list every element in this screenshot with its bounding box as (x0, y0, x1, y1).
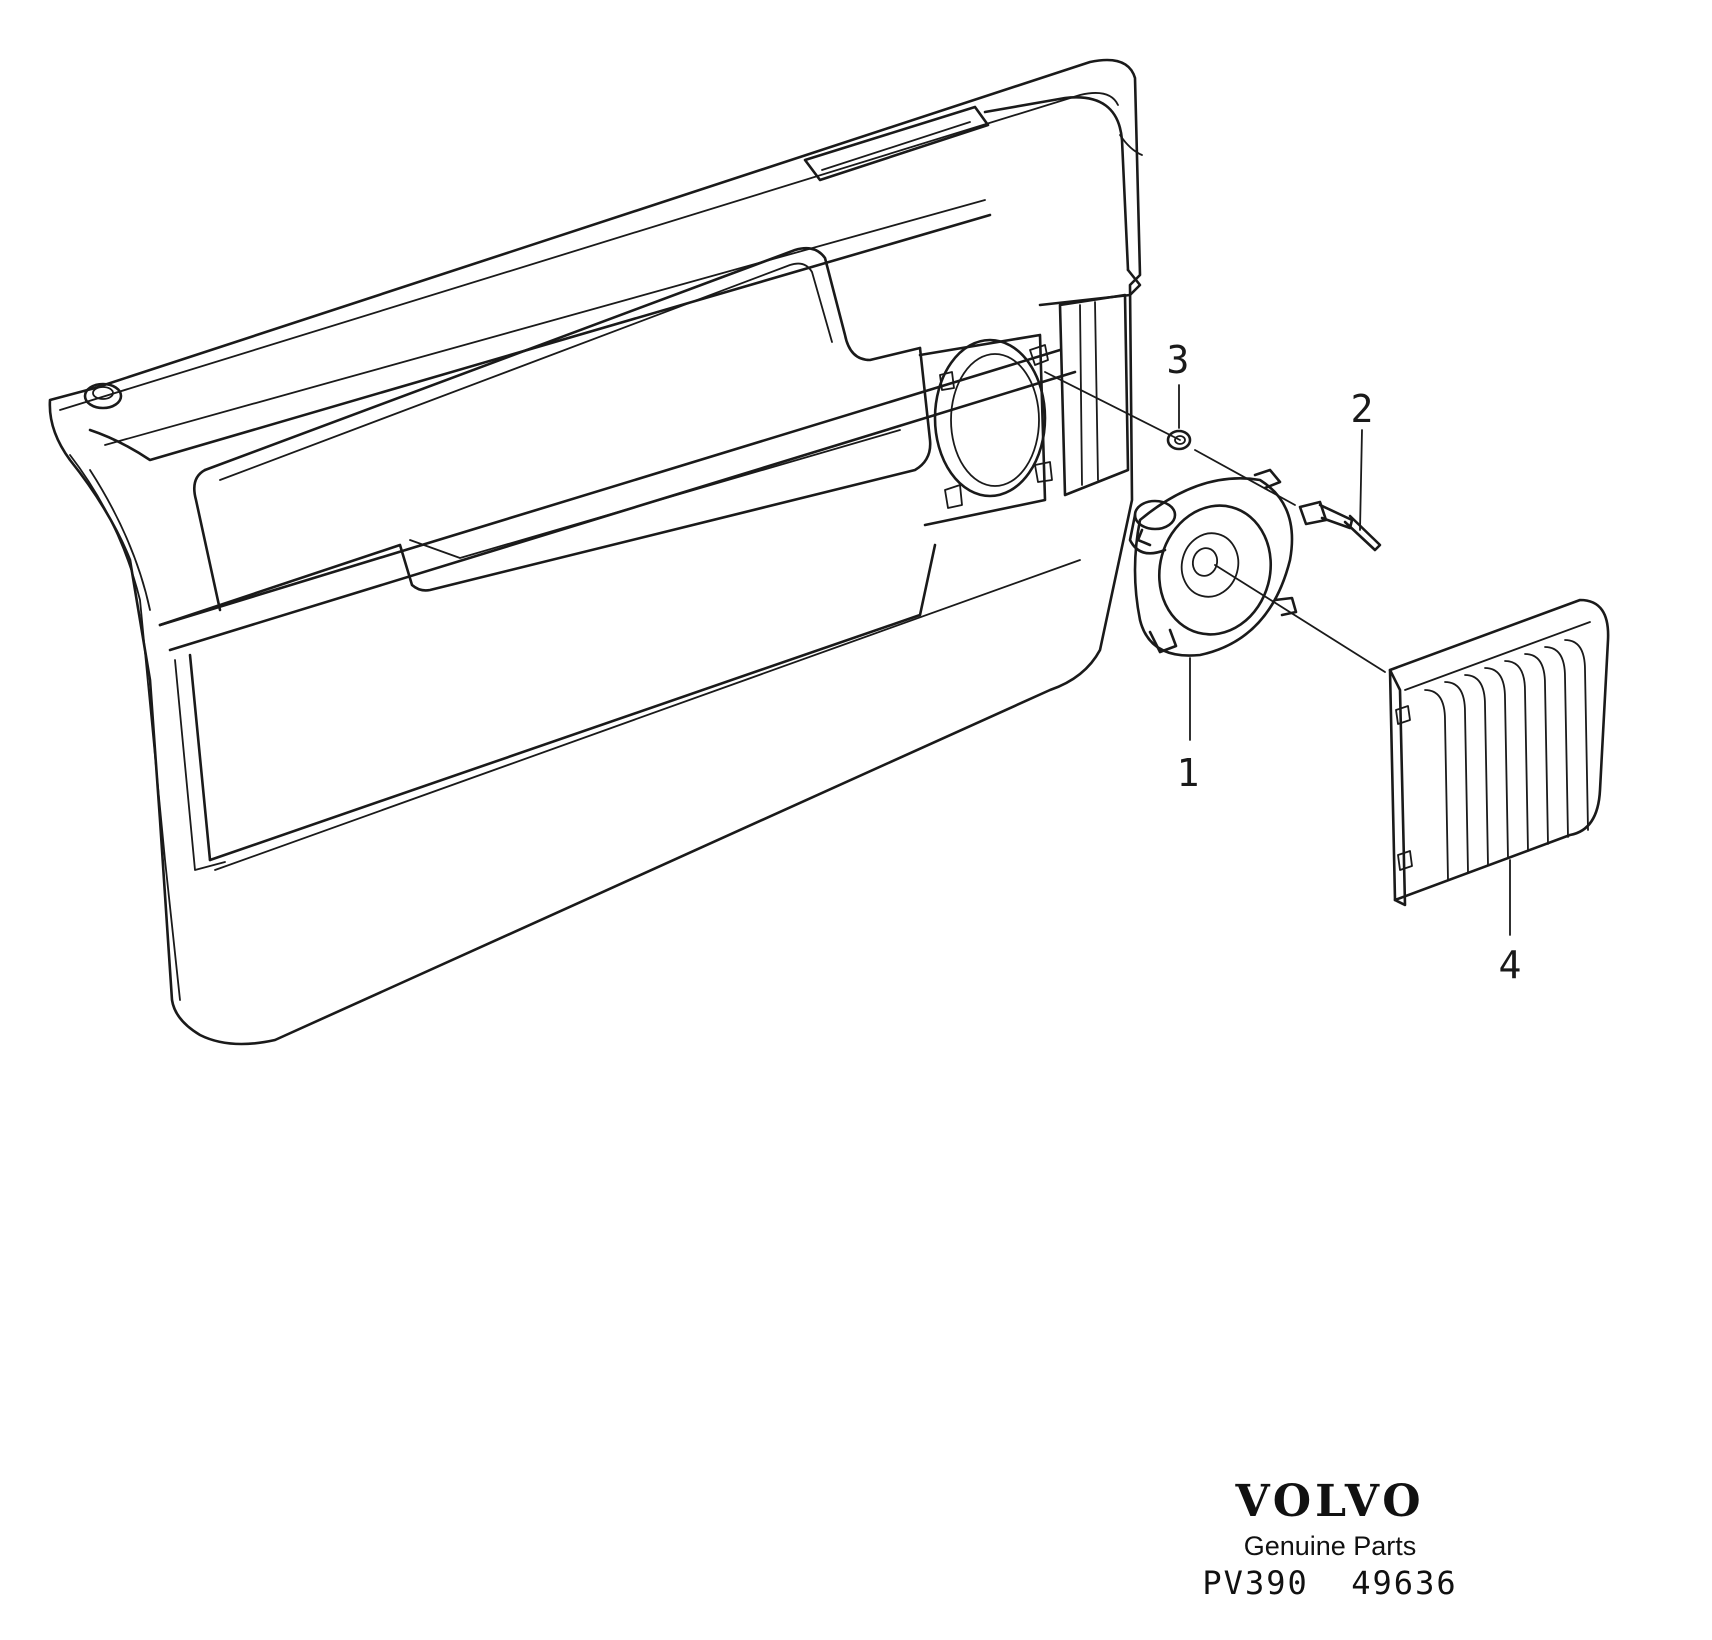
part-2-screw (1298, 429, 1382, 552)
callout-3: 3 (1167, 338, 1190, 382)
part-1-loudspeaker (1128, 468, 1298, 741)
callout-4: 4 (1499, 943, 1522, 987)
panel-speaker-ring (918, 333, 1053, 527)
brand-block: VOLVO Genuine Parts PV390 49636 (1180, 1476, 1480, 1603)
volvo-logo: VOLVO (1235, 1476, 1425, 1527)
callout-1: 1 (1177, 751, 1200, 795)
callout-2: 2 (1351, 387, 1374, 431)
part-3-clip-nut (1166, 384, 1192, 451)
brand-tagline: Genuine Parts (1243, 1531, 1417, 1561)
part-4-speaker-grille (1388, 598, 1610, 936)
door-trim-panel (48, 58, 1143, 1046)
illustration-code: PV390 49636 (1202, 1564, 1458, 1602)
